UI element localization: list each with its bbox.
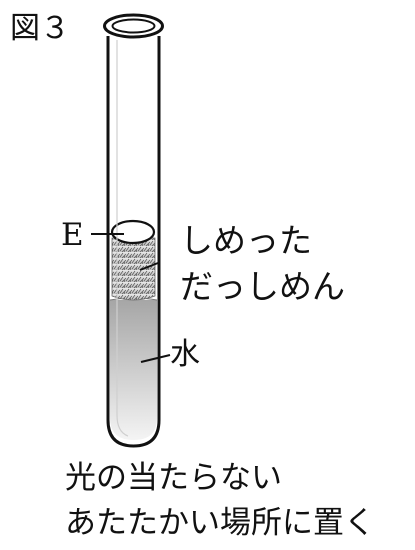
- caption-line2: あたたかい場所に置く: [65, 505, 375, 541]
- label-wet-cotton-line1: しめった: [180, 221, 312, 260]
- wet-cotton: [111, 237, 156, 301]
- caption-line1: 光の当たらない: [65, 460, 282, 496]
- label-wet-cotton-line2: だっしめん: [180, 267, 345, 306]
- water-leader-line: [140, 354, 171, 363]
- cotton-leader-line: [139, 262, 159, 271]
- test-tube-body: [106, 36, 161, 448]
- water: [110, 300, 157, 440]
- seed-e: [110, 219, 156, 245]
- figure-label: 図３: [10, 11, 70, 46]
- label-e: E: [61, 217, 84, 253]
- label-water: 水: [170, 337, 200, 372]
